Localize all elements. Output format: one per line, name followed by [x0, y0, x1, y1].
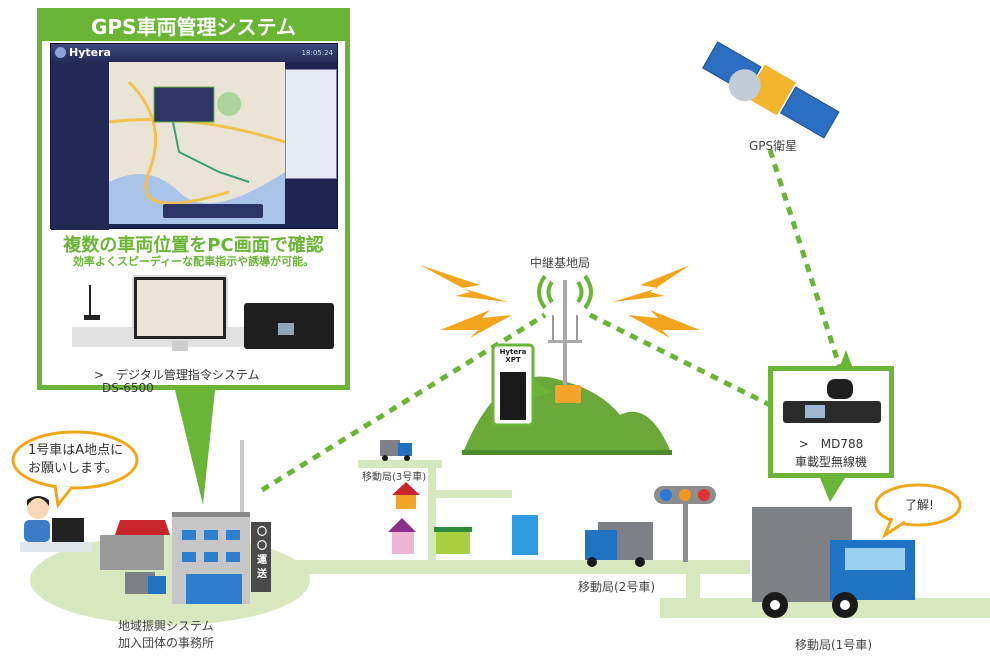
- screen-right-pane: [285, 69, 337, 179]
- md788-panel: > MD788 車載型無線機: [768, 366, 894, 478]
- dispatch-console-icon: [244, 303, 334, 349]
- houses: [388, 482, 538, 555]
- gps-software-screenshot: Hytera 18:05:24: [50, 43, 338, 230]
- operator-speech-bubble: [11, 430, 139, 490]
- xpt-model: XPT: [505, 356, 521, 364]
- office-label: 地域振興システム 加入団体の事務所: [118, 617, 214, 651]
- satellite-label: GPS衛星: [749, 139, 798, 153]
- sign-char: 〇: [257, 527, 267, 538]
- lower-road: [660, 598, 990, 618]
- gps-system-panel: GPS車両管理システム Hytera 18:05:24 複数の車両位置をPC画面…: [37, 8, 350, 395]
- link-satellite-to-truck: [767, 149, 843, 369]
- md-panel-tail: [820, 478, 845, 502]
- sign-char: 運: [257, 555, 267, 566]
- office-label-line2: 加入団体の事務所: [118, 636, 215, 650]
- console-display: [278, 323, 294, 335]
- screen-map: [109, 62, 285, 224]
- gps-panel-title: GPS車両管理システム: [42, 13, 345, 41]
- handheld-mic-icon: [827, 379, 853, 399]
- md-product-name: > MD788: [798, 437, 864, 451]
- repeater-label: 中継基地局: [530, 256, 591, 270]
- dispatch-desk: [72, 275, 334, 353]
- map-graphic: [109, 80, 285, 224]
- gps-panel-tail: [175, 390, 215, 505]
- repeater-tower: [548, 280, 582, 403]
- lightning-bolts: [420, 265, 700, 338]
- ds-product-name: > デジタル管理指令システム: [94, 368, 260, 382]
- office-truck-icon: [125, 572, 166, 594]
- microphone-icon: [84, 315, 100, 320]
- mobile-radio-icon: [783, 379, 881, 427]
- app-logo-icon: [55, 47, 66, 58]
- lightning-icon: [440, 310, 512, 338]
- lightning-icon: [612, 265, 690, 302]
- equipment-box: [555, 385, 581, 403]
- xpt-callout: [491, 343, 552, 427]
- office-label-line1: 地域振興システム: [118, 619, 214, 633]
- link-repeater-to-truck: [588, 312, 782, 413]
- md-product-desc: 車載型無線機: [794, 455, 867, 469]
- monitor-icon: [52, 518, 84, 542]
- road-connector: [686, 560, 700, 600]
- side-road-top: [358, 460, 442, 468]
- monitor-map: [137, 280, 223, 336]
- screen-sidebar: [51, 62, 109, 230]
- lightning-icon: [628, 310, 700, 338]
- monitor-stand: [172, 341, 188, 351]
- screen-map-toolbar: [163, 204, 263, 218]
- screen-clock: 18:05:24: [301, 49, 333, 57]
- truck-car1-icon: [752, 507, 915, 618]
- car1-label: 移動局(1号車): [795, 638, 872, 652]
- lightning-icon: [420, 265, 508, 302]
- truck-car3-icon: [380, 440, 412, 461]
- operator-speech: 1号車はA地点に お願いします。: [28, 442, 123, 478]
- traffic-light-icon: [654, 486, 716, 562]
- xpt-brand: Hytera: [499, 348, 527, 356]
- office-buildings: [100, 440, 271, 604]
- operator-speech-line1: 1号車はA地点に: [28, 443, 124, 458]
- speech-bubbles: [11, 430, 962, 539]
- radio-wave-icon: [537, 274, 593, 310]
- company-sign: [251, 522, 271, 592]
- sign-char: 送: [257, 569, 267, 580]
- ds-product-model: DS-6500: [102, 381, 154, 395]
- car2-label: 移動局(2号車): [578, 580, 655, 594]
- satellite-icon: [702, 41, 840, 139]
- xpt-rack-icon: [500, 372, 526, 420]
- sign-char: 〇: [257, 541, 267, 552]
- xpt-device-label: Hytera XPT: [495, 348, 531, 364]
- screen-topbar: Hytera 18:05:24: [51, 44, 337, 62]
- side-road-vertical: [428, 460, 436, 562]
- main-road: [250, 560, 690, 574]
- radio-body: [783, 401, 881, 423]
- company-sign-text: 〇 〇 運 送: [256, 526, 268, 582]
- truck-car2-icon: [585, 522, 653, 567]
- monitor-icon: [132, 275, 228, 341]
- radio-display: [805, 405, 825, 418]
- operator-speech-line2: お願いします。: [28, 461, 118, 476]
- operator-icon: [20, 496, 92, 552]
- microphone-stem: [89, 285, 91, 317]
- driver-speech-bubble: [874, 483, 962, 527]
- screen-logo: Hytera: [69, 46, 111, 59]
- driver-speech: 了解!: [905, 498, 934, 512]
- gps-subline: 効率よくスピーディーな配車指示や誘導が可能。: [72, 255, 315, 268]
- car3-label: 移動局(3号車): [362, 472, 427, 483]
- gps-headline: 複数の車両位置をPC画面で確認: [63, 235, 324, 256]
- side-road-branch: [432, 490, 512, 498]
